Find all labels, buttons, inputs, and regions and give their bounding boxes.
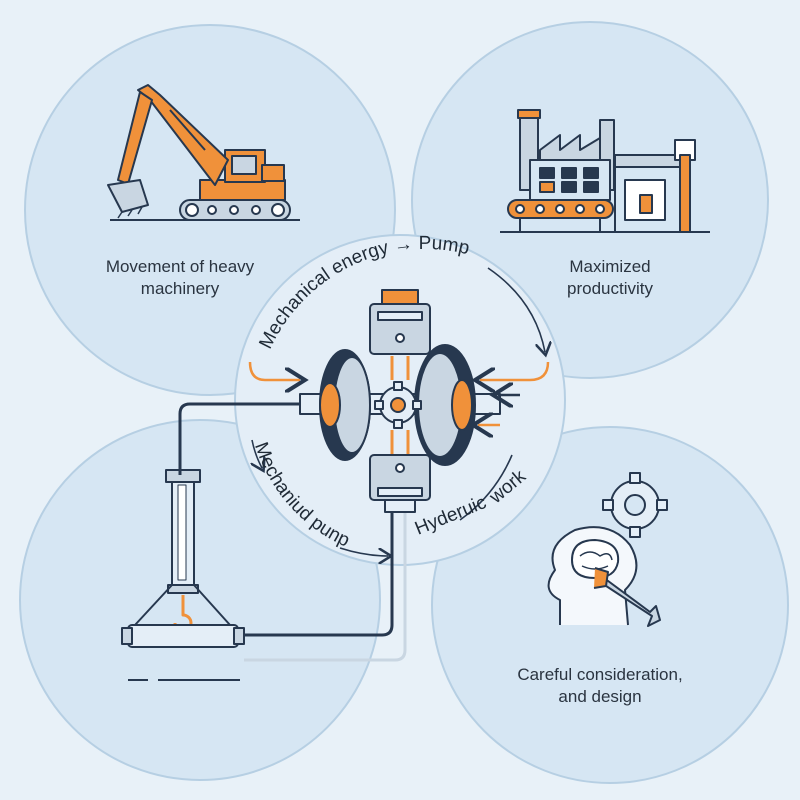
excavator-icon <box>107 84 300 221</box>
label-consideration-line1: Careful consideration, <box>517 665 683 684</box>
label-productivity-line2: productivity <box>567 279 653 298</box>
label-productivity: Maximized productivity <box>520 256 700 300</box>
arc-arrows <box>252 267 545 556</box>
label-heavy-machinery-line2: machinery <box>140 279 220 298</box>
head-gear-wrench-icon <box>547 472 668 627</box>
label-heavy-machinery: Movement of heavy machinery <box>70 256 290 300</box>
hydraulic-pipes <box>178 402 407 662</box>
hydraulic-lift-icon <box>121 469 245 681</box>
label-heavy-machinery-line1: Movement of heavy <box>105 257 255 276</box>
label-productivity-line1: Maximized <box>569 257 651 276</box>
flow-arrows <box>248 361 550 425</box>
pump-assembly-icon <box>299 289 501 513</box>
label-consideration-line2: and design <box>558 687 642 706</box>
label-consideration: Careful consideration, and design <box>500 664 700 708</box>
factory-icon <box>500 109 710 233</box>
